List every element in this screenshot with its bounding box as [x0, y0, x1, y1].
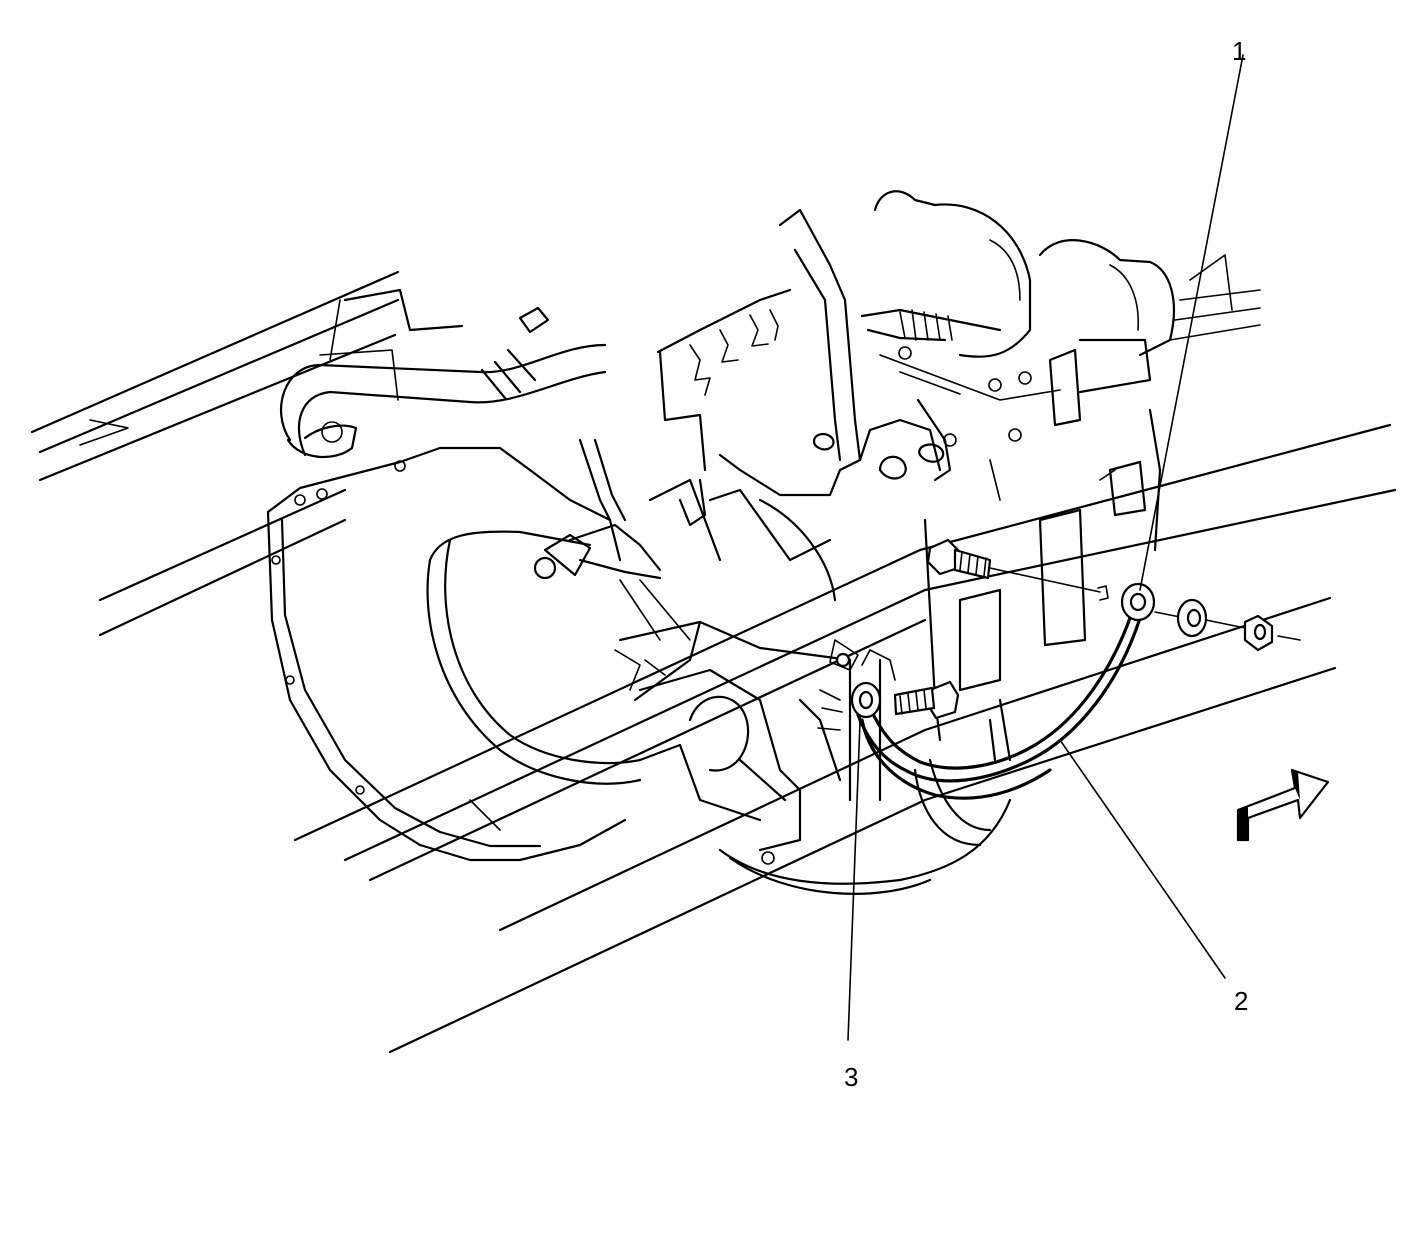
callout-3: 3: [844, 1062, 859, 1092]
engine-block: [656, 190, 1261, 497]
frame-bolt-upper: [926, 538, 1186, 619]
ground-strap: [850, 582, 1156, 800]
transmission-bell-housing: [266, 446, 642, 862]
washer-and-nut: [1176, 598, 1301, 652]
callout-1: 1: [1232, 36, 1247, 66]
frame-bolt-lower: [893, 680, 960, 720]
frame-crossmember: [293, 408, 1397, 1054]
coolant-hose: [280, 288, 607, 459]
exhaust-pipe: [533, 438, 837, 641]
starter-motor: [638, 639, 896, 865]
transmission-lower-case: [718, 698, 1012, 895]
callout-2: 2: [1234, 986, 1249, 1016]
forward-arrow-icon: [1236, 768, 1330, 842]
left-frame-rail: [30, 270, 400, 637]
leader-lines: [847, 54, 1244, 1041]
